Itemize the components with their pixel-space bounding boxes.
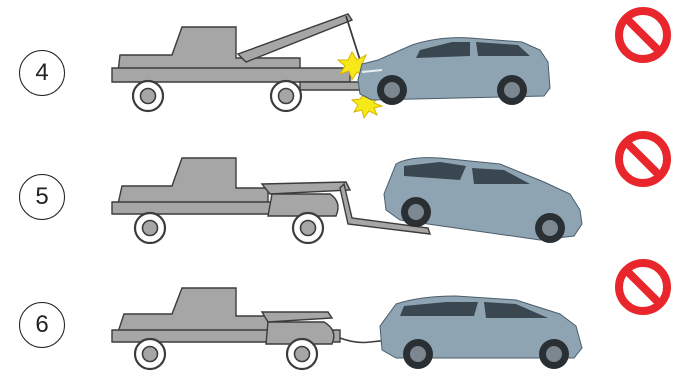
- truck-wheel: [131, 79, 165, 113]
- suv-car: [383, 157, 583, 243]
- step-number-badge: 5: [19, 174, 65, 220]
- step-row-6: 6: [0, 252, 688, 372]
- tow-truck: [111, 13, 375, 91]
- prohibited-icon: [615, 7, 671, 63]
- step-number-badge: 4: [19, 50, 65, 96]
- truck-wheel: [133, 211, 167, 244]
- tow-truck: [111, 287, 341, 345]
- truck-wheel: [285, 337, 319, 371]
- step-number-badge: 6: [19, 302, 65, 348]
- tow-truck: [111, 157, 432, 235]
- truck-wheel: [269, 79, 303, 113]
- tow-rope: [339, 337, 391, 344]
- prohibited-icon: [615, 131, 671, 187]
- step-row-5: 5: [0, 124, 688, 244]
- truck-wheel: [133, 337, 167, 371]
- tow-scene-5: [111, 157, 583, 244]
- suv-car: [357, 37, 551, 105]
- truck-wheel: [291, 211, 325, 244]
- tow-scene-4: [111, 13, 551, 120]
- prohibited-icon: [615, 259, 671, 315]
- suv-car: [379, 295, 583, 369]
- step-row-4: 4: [0, 0, 688, 120]
- tow-scene-6: [111, 287, 583, 371]
